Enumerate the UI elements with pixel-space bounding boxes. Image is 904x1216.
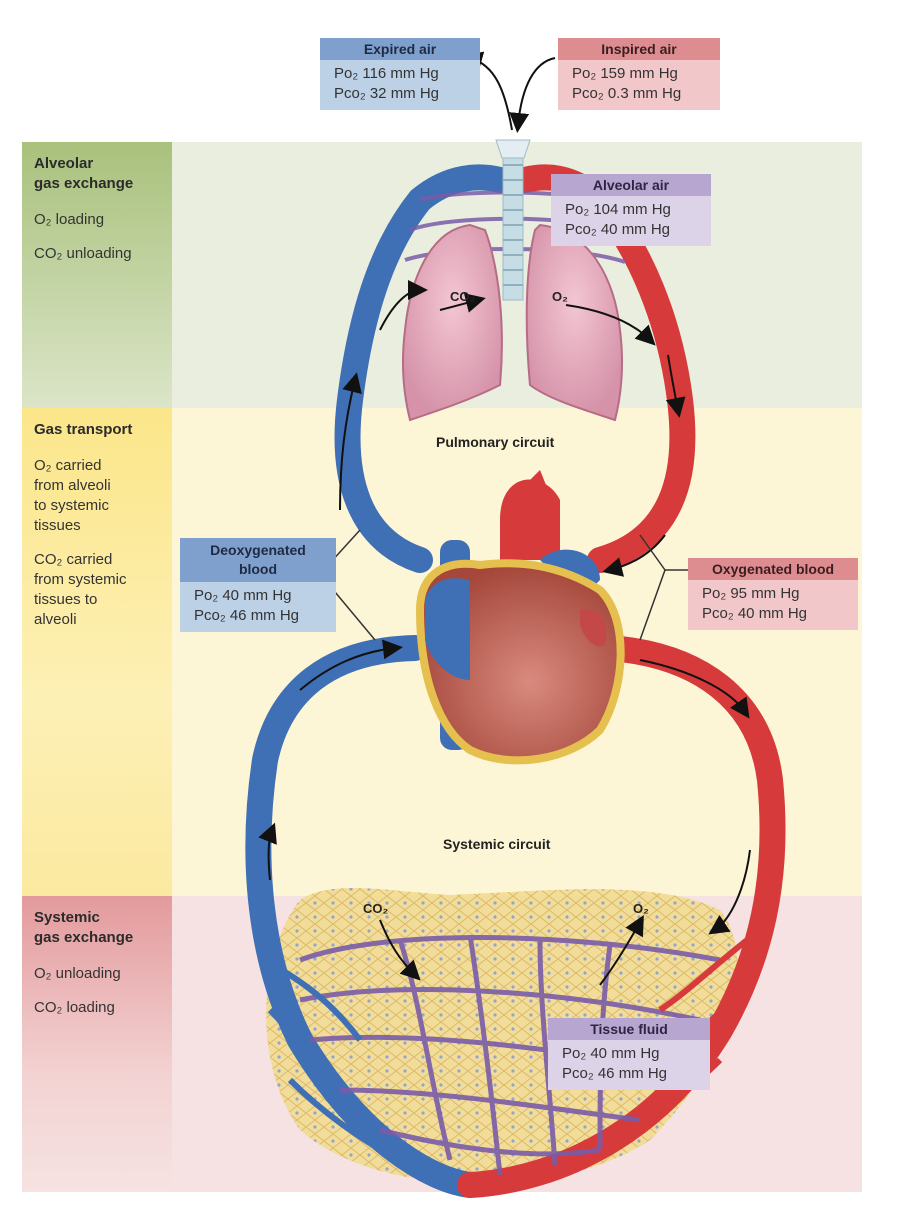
expired-air-po2: Po₂ 116 mm Hg xyxy=(334,65,439,82)
flow-arrows xyxy=(258,51,751,986)
transport-side-panel: Gas transport O₂ carried from alveoli to… xyxy=(22,408,172,896)
inspired-air-title: Inspired air xyxy=(558,38,720,60)
oxygenated-po2: Po₂ 95 mm Hg xyxy=(702,585,800,602)
transport-o2-line-1: O₂ carried xyxy=(34,457,102,474)
transport-co2-line-4: alveoli xyxy=(34,611,77,628)
transport-o2-line-4: tissues xyxy=(34,517,81,534)
transport-title: Gas transport xyxy=(34,421,133,438)
transport-o2-line-3: to systemic xyxy=(34,497,110,514)
systemic-side-panel: Systemic gas exchange O₂ unloading CO₂ l… xyxy=(22,896,172,1192)
left-lung xyxy=(401,223,503,422)
tissue-cell-bed xyxy=(266,888,738,1184)
deoxygenated-title-2: blood xyxy=(238,561,278,577)
alveolar-co2-unloading: CO₂ unloading xyxy=(34,245,132,262)
systemic-co2-loading: CO₂ loading xyxy=(34,999,115,1016)
lung-co2-label: CO₂ xyxy=(450,289,476,304)
tissue-fluid-po2: Po₂ 40 mm Hg xyxy=(562,1045,660,1062)
deoxygenated-po2: Po₂ 40 mm Hg xyxy=(194,587,292,604)
expired-air-pco2: Pco₂ 32 mm Hg xyxy=(334,85,440,102)
inspired-air-po2: Po₂ 159 mm Hg xyxy=(572,65,678,82)
systemic-title-2: gas exchange xyxy=(34,929,134,946)
alveolar-air-po2: Po₂ 104 mm Hg xyxy=(565,201,671,218)
pulmonary-circuit-label: Pulmonary circuit xyxy=(436,434,555,450)
pulmonary-artery-left xyxy=(334,164,513,573)
tissue-co2-label: CO₂ xyxy=(363,901,389,916)
alveolar-side-panel: Alveolar gas exchange O₂ loading CO₂ unl… xyxy=(22,142,172,408)
alveolar-title-2: gas exchange xyxy=(34,175,134,192)
expired-air-box: Expired air Po₂ 116 mm Hg Pco₂ 32 mm Hg xyxy=(320,38,480,110)
systemic-venules xyxy=(263,957,402,1163)
systemic-o2-unloading: O₂ unloading xyxy=(34,965,121,982)
inspired-air-pco2: Pco₂ 0.3 mm Hg xyxy=(572,85,682,102)
alveolar-air-title: Alveolar air xyxy=(551,174,711,196)
right-lung xyxy=(525,223,624,422)
heart xyxy=(415,470,625,765)
oxygenated-title: Oxygenated blood xyxy=(688,558,858,580)
oxygenated-blood-box: Oxygenated blood Po₂ 95 mm Hg Pco₂ 40 mm… xyxy=(688,558,858,630)
alveolar-title-1: Alveolar xyxy=(34,155,94,172)
trachea xyxy=(495,139,531,301)
transport-co2-line-3: tissues to xyxy=(34,591,98,608)
deoxygenated-pco2: Pco₂ 46 mm Hg xyxy=(194,607,300,624)
systemic-title-1: Systemic xyxy=(34,909,100,926)
systemic-circuit-label: Systemic circuit xyxy=(443,836,551,852)
oxygenated-pco2: Pco₂ 40 mm Hg xyxy=(702,605,808,622)
deoxygenated-title-1: Deoxygenated xyxy=(210,542,306,558)
tissue-fluid-box: Tissue fluid Po₂ 40 mm Hg Pco₂ 46 mm Hg xyxy=(548,1018,710,1090)
transport-o2-line-2: from alveoli xyxy=(34,477,111,494)
inspired-air-box: Inspired air Po₂ 159 mm Hg Pco₂ 0.3 mm H… xyxy=(558,38,720,110)
tissue-o2-label: O₂ xyxy=(633,901,649,916)
alveolar-air-box: Alveolar air Po₂ 104 mm Hg Pco₂ 40 mm Hg xyxy=(551,174,711,246)
alveolar-air-pco2: Pco₂ 40 mm Hg xyxy=(565,221,671,238)
lung-o2-label: O₂ xyxy=(552,289,568,304)
transport-co2-line-2: from systemic xyxy=(34,571,127,588)
expired-air-title: Expired air xyxy=(320,38,480,60)
tissue-fluid-pco2: Pco₂ 46 mm Hg xyxy=(562,1065,668,1082)
transport-co2-line-1: CO₂ carried xyxy=(34,551,113,568)
tissue-fluid-title: Tissue fluid xyxy=(548,1018,710,1040)
deoxygenated-blood-box: Deoxygenated blood Po₂ 40 mm Hg Pco₂ 46 … xyxy=(180,538,336,632)
alveolar-o2-loading: O₂ loading xyxy=(34,211,105,228)
